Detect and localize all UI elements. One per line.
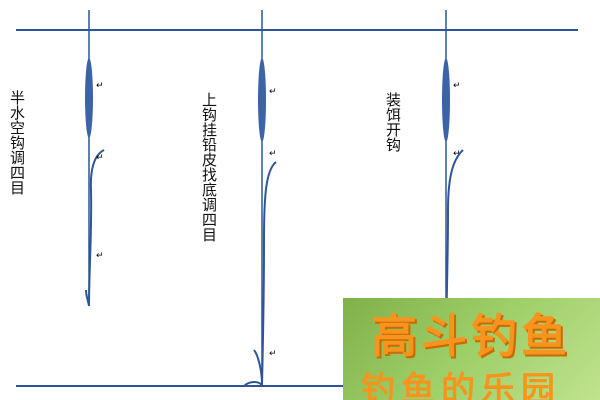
label-bait: 装饵开钩 — [384, 92, 402, 152]
hook-icon — [243, 381, 263, 387]
hook-icon — [445, 149, 464, 331]
float-icon — [85, 58, 93, 138]
paragraph-mark: ↵ — [269, 149, 277, 159]
watermark-logo: 高斗钓鱼 钓鱼的乐园 — [343, 298, 600, 400]
watermark-subtitle: 钓鱼的乐园 — [361, 370, 561, 400]
rig-lead-sinker — [243, 10, 277, 387]
hook-icon — [253, 349, 263, 386]
hook-icon — [88, 149, 105, 307]
rig-bait — [442, 10, 464, 331]
paragraph-mark: ↵ — [269, 87, 277, 97]
hook-icon — [85, 289, 90, 307]
paragraph-mark: ↵ — [96, 81, 104, 91]
label-lead-sinker: 上钩挂铅皮找底调四目 — [200, 92, 218, 242]
paragraph-mark: ↵ — [269, 349, 277, 359]
paragraph-mark: ↵ — [96, 153, 104, 163]
hook-icon — [261, 161, 277, 386]
float-icon — [442, 58, 450, 142]
float-icon — [258, 58, 266, 142]
rig-half-water — [85, 10, 105, 307]
paragraph-mark: ↵ — [96, 251, 104, 261]
watermark-title: 高斗钓鱼 — [371, 309, 571, 363]
paragraph-mark: ↵ — [453, 81, 461, 91]
paragraph-mark: ↵ — [453, 149, 461, 159]
label-half-water: 半水空钩调四目 — [8, 90, 26, 195]
